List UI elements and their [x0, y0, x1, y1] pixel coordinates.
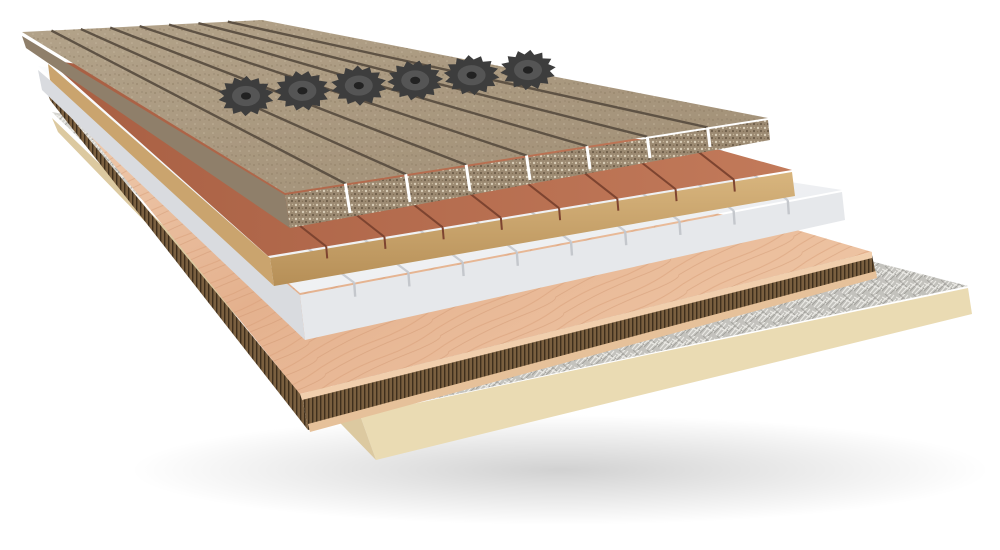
particle-board-groove-notch — [645, 136, 652, 159]
saw-blade-arbor — [410, 76, 421, 85]
mdf-groove-notch — [441, 227, 445, 240]
plywood-top-skin-edge — [300, 252, 872, 400]
saw-blade-icon — [500, 49, 556, 91]
foam-groove-notch — [353, 282, 357, 297]
particle-board-groove — [50, 29, 346, 185]
mdf-groove-notch — [383, 236, 387, 249]
honeycomb-edge-front — [302, 255, 876, 430]
particle-board-texture — [22, 20, 768, 193]
saw-blade-arbor — [240, 92, 252, 100]
foam-edge-left — [38, 70, 305, 340]
saw-blade-arbor — [353, 81, 364, 90]
mdf-edge-left — [48, 64, 274, 286]
saw-blade-icon — [331, 65, 387, 106]
foam-groove-notch — [624, 231, 628, 246]
wood-wool-edge-front — [360, 288, 972, 460]
mdf-groove-notch — [499, 217, 503, 230]
foam-groove-notch — [407, 272, 411, 287]
saw-blade-arbor — [522, 66, 534, 74]
saw-blade-icon — [218, 75, 274, 117]
foam-edge-front — [300, 192, 845, 340]
floor-shadow — [130, 415, 990, 525]
mdf-groove-notch — [674, 189, 678, 202]
particle-board-groove-notch — [585, 145, 592, 170]
foam-groove-notch — [732, 210, 736, 225]
particle-board-groove-notch — [404, 174, 412, 203]
foam-groove-notch — [569, 241, 574, 256]
saw-blade-arbor — [297, 87, 308, 95]
foam-groove-notch — [515, 251, 519, 266]
particle-board-groove-notch — [464, 164, 472, 192]
saw-blade-icon — [443, 55, 500, 96]
mdf-groove-notch — [732, 179, 736, 192]
saw-blades — [218, 49, 556, 117]
plywood-bottom-skin — [308, 271, 877, 432]
particle-board-groove-notch — [343, 183, 352, 214]
particle-board-groove-notch — [525, 155, 532, 181]
mdf-groove-notch — [325, 246, 329, 259]
saw-blade-arbor — [466, 71, 477, 79]
foam-groove-notch — [678, 220, 682, 235]
particle-board — [22, 20, 770, 228]
saw-blade-icon — [387, 60, 444, 101]
foam-groove-notch — [786, 200, 790, 215]
honeycomb-edge-left — [45, 86, 308, 430]
mdf-groove-notch — [616, 198, 620, 211]
particle-board-groove-notch — [706, 127, 712, 148]
mdf-groove-notch — [558, 208, 562, 221]
foam-groove-notch — [461, 262, 465, 277]
particle-board-edge-left — [22, 36, 290, 228]
mdf-edge-front — [270, 172, 795, 286]
saw-blade-icon — [274, 71, 331, 111]
